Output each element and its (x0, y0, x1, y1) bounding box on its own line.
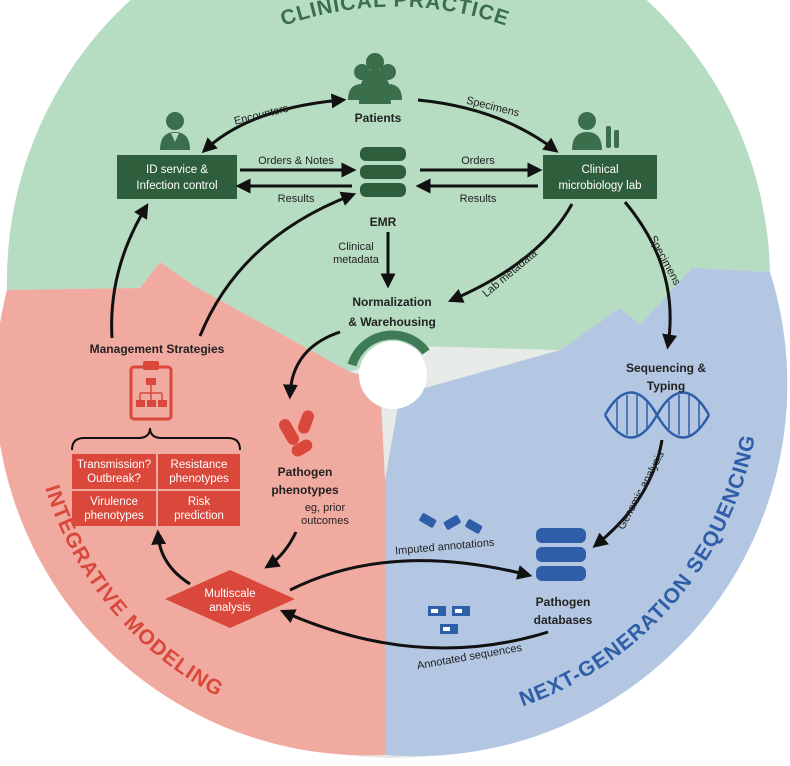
pathogen-db-label-2: databases (534, 613, 593, 627)
id-service-label-1: ID service & (146, 164, 208, 176)
grid-risk-2: prediction (174, 510, 224, 522)
pathogen-database-icon (536, 528, 586, 581)
multiscale-label-1: Multiscale (204, 588, 255, 600)
grid-resistance-1: Resistance (171, 459, 228, 471)
arrow-normalization-pheno (282, 330, 341, 400)
edge-results-left: Results (278, 193, 315, 205)
pheno-note-1: eg, prior (305, 502, 346, 514)
lab-tech-icon (572, 112, 619, 150)
multiscale-label-2: analysis (209, 602, 251, 614)
arrow-lab-metadata (447, 203, 574, 303)
arrow-genomic-analysis (592, 439, 664, 548)
grid-virulence: Virulence phenotypes (72, 491, 156, 526)
grid-risk-1: Risk (188, 496, 211, 508)
grid-virulence-2: phenotypes (84, 510, 144, 522)
ngs-sector (385, 268, 788, 757)
dna-icon (603, 391, 711, 439)
pathogen-pheno-label-1: Pathogen (278, 465, 333, 479)
arrow-management-emr (198, 191, 357, 337)
imputed-annotation-icons (419, 513, 483, 534)
annotated-sequence-icons (428, 606, 470, 634)
pathogen-db-label-1: Pathogen (536, 595, 591, 609)
grid-resistance: Resistance phenotypes (158, 454, 240, 489)
normalization-label-2: & Warehousing (348, 315, 436, 329)
arrow-imputed-annotations (289, 559, 533, 592)
emr-label: EMR (370, 215, 397, 229)
id-service-box: ID service & Infection control (117, 155, 237, 199)
grid-transmission-1: Transmission? (77, 459, 151, 471)
grid-resistance-2: phenotypes (169, 473, 229, 485)
doctor-icon (160, 112, 190, 150)
arrow-annotated-sequences (279, 609, 549, 650)
arrows (110, 93, 678, 650)
grid-risk: Risk prediction (158, 491, 240, 526)
id-service-label-2: Infection control (136, 180, 217, 192)
bacteria-icon (279, 410, 315, 457)
arrow-multiscale-grid (151, 529, 191, 586)
clinical-lab-label-1: Clinical (581, 164, 618, 176)
grid-virulence-1: Virulence (90, 496, 138, 508)
arrow-encounters (201, 93, 347, 154)
sequencing-label-1: Sequencing & (626, 361, 706, 375)
arrow-pheno-multiscale (264, 531, 298, 569)
emr-database-icon (360, 147, 406, 197)
grid-transmission-2: Outbreak? (87, 473, 141, 485)
edge-orders-notes: Orders & Notes (258, 155, 334, 167)
clinical-lab-label-2: microbiology lab (558, 180, 641, 192)
sequencing-label-2: Typing (647, 379, 685, 393)
edge-clinical-metadata-2: metadata (333, 254, 380, 266)
management-label: Management Strategies (90, 342, 225, 356)
arrow-management-id (110, 203, 149, 339)
patients-label: Patients (355, 111, 402, 125)
edge-results-right: Results (460, 193, 497, 205)
clipboard-flowchart-icon (129, 361, 173, 421)
center-hole-accent (347, 330, 430, 367)
grid-bracket (71, 427, 241, 451)
multiscale-diamond: Multiscale analysis (165, 570, 295, 628)
edge-clinical-metadata-1: Clinical (338, 241, 373, 253)
arrow-specimens-top (417, 98, 559, 153)
grid-transmission: Transmission? Outbreak? (72, 454, 156, 489)
center-hole (359, 341, 427, 409)
pheno-note-2: outcomes (301, 515, 349, 527)
pathogen-pheno-label-2: phenotypes (271, 483, 339, 497)
normalization-label-1: Normalization (352, 295, 431, 309)
patients-icon (348, 53, 402, 104)
edge-orders-right: Orders (461, 155, 495, 167)
clinical-lab-box: Clinical microbiology lab (543, 155, 657, 199)
arrow-specimens-right (623, 201, 678, 350)
